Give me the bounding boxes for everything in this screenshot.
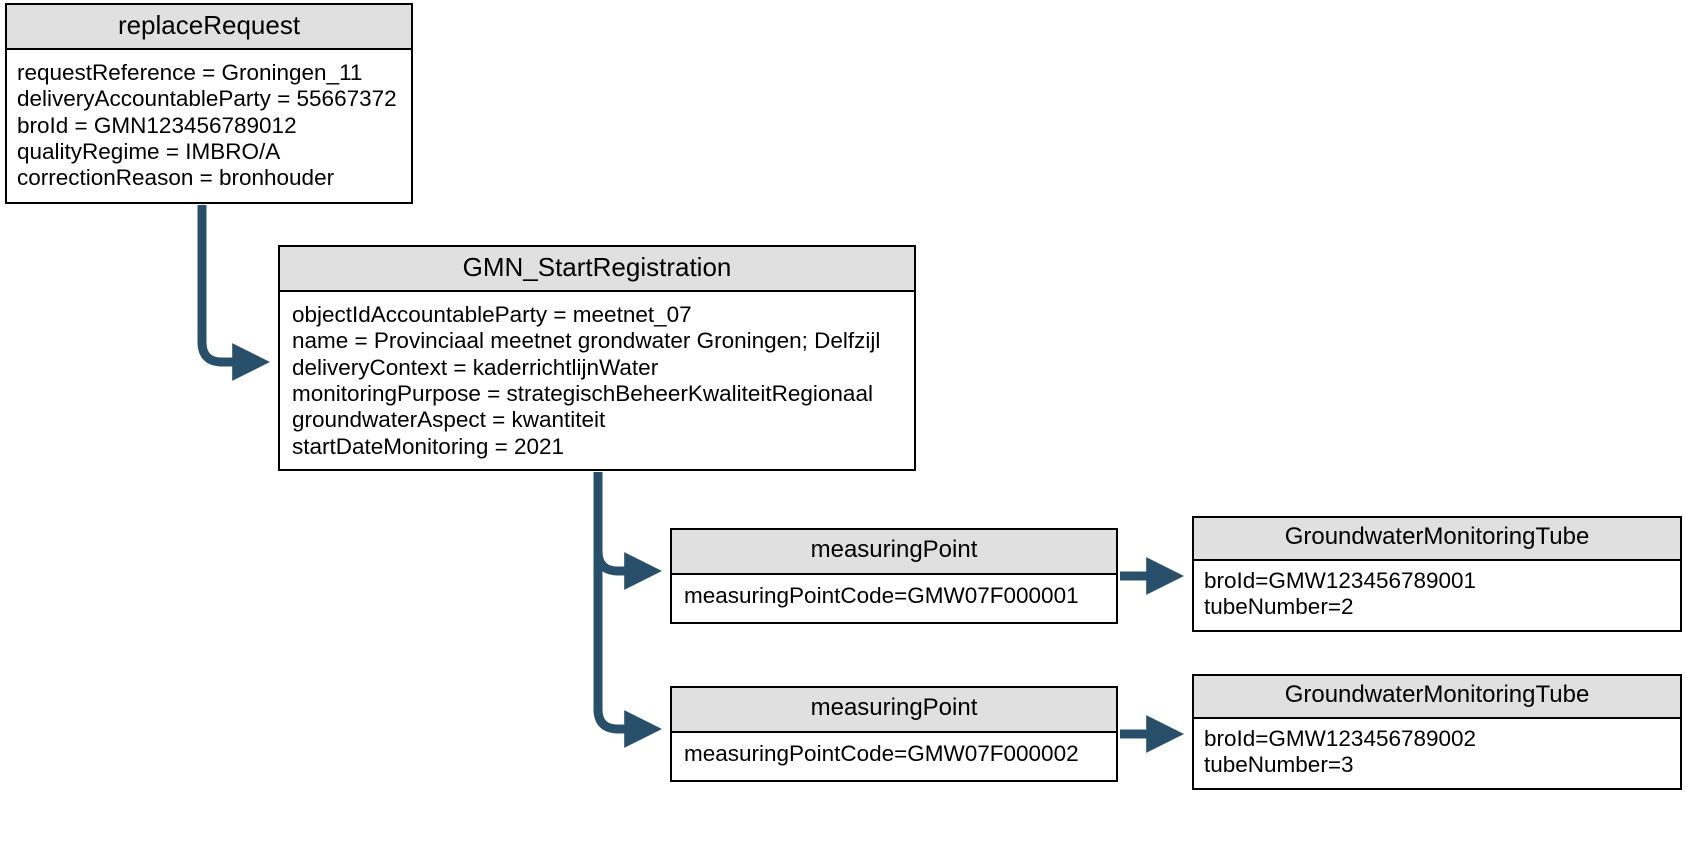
node-groundwater-monitoring-tube-1-header: GroundwaterMonitoringTube (1194, 518, 1680, 561)
connector-gmn-start-registration-to-measuring-point-1 (593, 472, 662, 590)
attribute-tube-number: tubeNumber=3 (1204, 752, 1354, 778)
node-groundwater-monitoring-tube-1[interactable]: GroundwaterMonitoringTube broId=GMW12345… (1192, 516, 1682, 632)
node-measuring-point-2-body: measuringPointCode=GMW07F000002 (672, 733, 1116, 780)
node-measuring-point-1[interactable]: measuringPoint measuringPointCode=GMW07F… (670, 528, 1118, 624)
node-replace-request-body: requestReference = Groningen_11 delivery… (7, 50, 411, 202)
connector-gmn-start-registration-to-measuring-point-2 (593, 472, 662, 748)
node-gmn-start-registration-header: GMN_StartRegistration (280, 247, 914, 293)
attribute-quality-regime: qualityRegime = IMBRO/A (17, 139, 281, 165)
node-measuring-point-1-body: measuringPointCode=GMW07F000001 (672, 575, 1116, 622)
node-replace-request-header: replaceRequest (7, 5, 411, 51)
attribute-groundwater-aspect: groundwaterAspect = kwantiteit (292, 407, 606, 433)
attribute-bro-id: broId = GMN123456789012 (17, 112, 297, 138)
attribute-bro-id: broId=GMW123456789001 (1204, 567, 1477, 593)
node-groundwater-monitoring-tube-2-header: GroundwaterMonitoringTube (1194, 676, 1680, 719)
connector-replace-request-to-gmn-start-registration (197, 205, 270, 381)
node-gmn-start-registration-body: objectIdAccountableParty = meetnet_07 na… (280, 292, 914, 469)
node-groundwater-monitoring-tube-1-body: broId=GMW123456789001 tubeNumber=2 (1194, 561, 1680, 630)
attribute-measuring-point-code: measuringPointCode=GMW07F000001 (684, 582, 1079, 608)
node-groundwater-monitoring-tube-2-body: broId=GMW123456789002 tubeNumber=3 (1194, 719, 1680, 788)
attribute-start-date-monitoring: startDateMonitoring = 2021 (292, 433, 565, 459)
attribute-object-id-accountable-party: objectIdAccountableParty = meetnet_07 (292, 302, 692, 328)
attribute-correction-reason: correctionReason = bronhouder (17, 165, 335, 191)
attribute-tube-number: tubeNumber=2 (1204, 594, 1354, 620)
attribute-name: name = Provinciaal meetnet grondwater Gr… (292, 328, 881, 354)
node-gmn-start-registration[interactable]: GMN_StartRegistration objectIdAccountabl… (278, 245, 916, 471)
node-measuring-point-2-header: measuringPoint (672, 688, 1116, 733)
attribute-bro-id: broId=GMW123456789002 (1204, 725, 1477, 751)
attribute-measuring-point-code: measuringPointCode=GMW07F000002 (684, 740, 1079, 766)
attribute-monitoring-purpose: monitoringPurpose = strategischBeheerKwa… (292, 381, 873, 407)
node-measuring-point-2[interactable]: measuringPoint measuringPointCode=GMW07F… (670, 686, 1118, 782)
attribute-delivery-accountable-party: deliveryAccountableParty = 55667372 (17, 86, 397, 112)
node-measuring-point-1-header: measuringPoint (672, 530, 1116, 575)
attribute-request-reference: requestReference = Groningen_11 (17, 60, 363, 86)
node-replace-request[interactable]: replaceRequest requestReference = Gronin… (5, 3, 413, 204)
node-groundwater-monitoring-tube-2[interactable]: GroundwaterMonitoringTube broId=GMW12345… (1192, 674, 1682, 790)
attribute-delivery-context: deliveryContext = kaderrichtlijnWater (292, 354, 659, 380)
